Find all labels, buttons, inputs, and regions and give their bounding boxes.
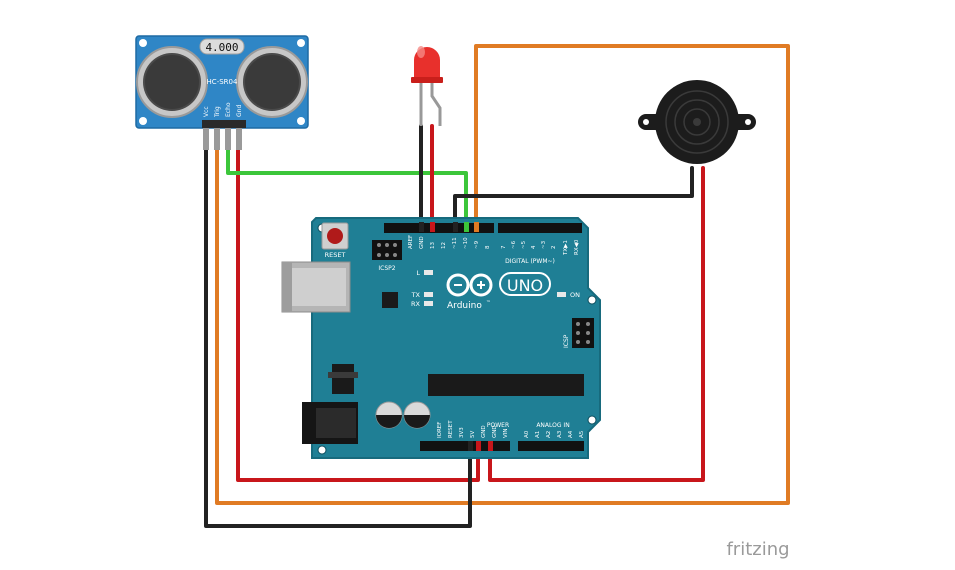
pin-a2-label: A2 bbox=[546, 431, 552, 438]
icsp-header bbox=[572, 318, 594, 348]
wire-buzzer-red bbox=[488, 166, 705, 482]
trademark-symbol: ™ bbox=[486, 300, 491, 306]
arduino-logo bbox=[446, 273, 493, 297]
pin-11-label: ~11 bbox=[452, 237, 458, 249]
pin-6-label: ~6 bbox=[511, 240, 517, 249]
digital-label: DIGITAL (PWM~) bbox=[505, 258, 555, 265]
reset-label: RESET bbox=[325, 251, 346, 259]
wire-trig-orange bbox=[215, 44, 790, 505]
pin-a0-label: A0 bbox=[524, 430, 530, 438]
header-wire-ends bbox=[419, 222, 493, 451]
atmega-chip bbox=[428, 374, 584, 396]
led-l-label: L bbox=[416, 269, 420, 277]
pin-12-label: 12 bbox=[441, 242, 447, 249]
transducer-left bbox=[136, 46, 208, 118]
power-header bbox=[420, 441, 510, 451]
pin-4-label: 4 bbox=[531, 245, 537, 249]
sensor-pin-gnd-label: Gnd bbox=[236, 105, 243, 117]
pin-a1-label: A1 bbox=[535, 431, 541, 438]
wire-echo-green bbox=[226, 148, 468, 228]
transducer-right bbox=[236, 46, 308, 118]
pin-3v3-label: 3V3 bbox=[459, 427, 465, 438]
pin-10-label: ~10 bbox=[463, 237, 469, 249]
pin-gnd2-label: GND bbox=[492, 425, 498, 438]
red-led bbox=[411, 46, 443, 126]
digital-header-left bbox=[384, 223, 494, 233]
crystal-value: 4.000 bbox=[205, 41, 238, 54]
power-jack bbox=[302, 402, 358, 444]
reset-button bbox=[321, 222, 349, 250]
analog-header bbox=[518, 441, 584, 451]
power-label: POWER bbox=[487, 422, 509, 429]
usb-connector bbox=[281, 261, 351, 313]
pin-gnd-label: GND bbox=[419, 236, 425, 249]
icsp2-label: ICSP2 bbox=[378, 265, 395, 272]
pin-8-label: 8 bbox=[485, 245, 491, 249]
arduino-uno-board: RESET ICSP2 L TX RX Arduino ™ UNO ON bbox=[281, 217, 601, 459]
on-label: ON bbox=[570, 291, 580, 299]
pin-rx0-label: RX◀0 bbox=[574, 239, 580, 255]
led-rx-label: RX bbox=[411, 300, 421, 308]
icsp2-header bbox=[372, 240, 402, 260]
ultrasonic-sensor: 4.000 HC-SR04 Vcc Trig Echo Gnd bbox=[135, 35, 309, 150]
pin-5-label: ~5 bbox=[521, 240, 527, 249]
pin-3-label: ~3 bbox=[541, 240, 547, 249]
sensor-model-label: HC-SR04 bbox=[207, 78, 238, 86]
digital-pin-labels: AREF GND 13 12 ~11 ~10 ~9 8 7 ~6 ~5 4 ~3… bbox=[408, 235, 580, 256]
fritzing-watermark: fritzing bbox=[726, 539, 789, 560]
wire-buzzer-black bbox=[453, 166, 694, 228]
pin-reset-label: RESET bbox=[448, 420, 454, 438]
wire-gnd-black bbox=[204, 148, 472, 528]
pin-5v-label: 5V bbox=[470, 431, 476, 438]
sensor-header bbox=[202, 120, 246, 150]
pin-vin-label: VIN bbox=[503, 429, 509, 439]
arduino-brand-label: Arduino bbox=[447, 301, 482, 311]
pin-aref-label: AREF bbox=[408, 235, 414, 249]
power-pin-labels: IOREF RESET 3V3 5V GND GND VIN bbox=[437, 420, 509, 438]
sensor-pin-vcc-label: Vcc bbox=[203, 106, 210, 117]
led-tx-label: TX bbox=[411, 291, 421, 299]
capacitors bbox=[375, 401, 431, 429]
wire-vcc-5v-red bbox=[236, 148, 480, 482]
analog-pin-labels: A0 A1 A2 A3 A4 A5 bbox=[524, 430, 585, 438]
pin-13-label: 13 bbox=[430, 242, 436, 249]
pin-a4-label: A4 bbox=[568, 430, 574, 438]
uno-label: UNO bbox=[507, 276, 543, 295]
pin-gnd1-label: GND bbox=[481, 425, 487, 438]
uno-badge bbox=[499, 272, 551, 296]
wires bbox=[204, 44, 790, 528]
pin-ioref-label: IOREF bbox=[437, 422, 443, 438]
pin-a5-label: A5 bbox=[579, 430, 585, 438]
board-pcb bbox=[311, 217, 601, 459]
pin-9-label: ~9 bbox=[474, 240, 480, 249]
icsp-label: ICSP bbox=[563, 334, 570, 348]
pin-7-label: 7 bbox=[501, 245, 507, 249]
sensor-pin-trig-label: Trig bbox=[214, 106, 221, 118]
sensor-pin-labels: Vcc Trig Echo Gnd bbox=[203, 102, 243, 118]
piezo-buzzer bbox=[638, 80, 756, 164]
analog-label: ANALOG IN bbox=[536, 422, 569, 429]
pin-a3-label: A3 bbox=[557, 430, 563, 438]
digital-header-right bbox=[498, 223, 582, 233]
pin-2-label: 2 bbox=[551, 246, 557, 250]
pin-tx1-label: TX▶1 bbox=[563, 240, 569, 256]
sensor-pin-echo-label: Echo bbox=[225, 102, 232, 117]
